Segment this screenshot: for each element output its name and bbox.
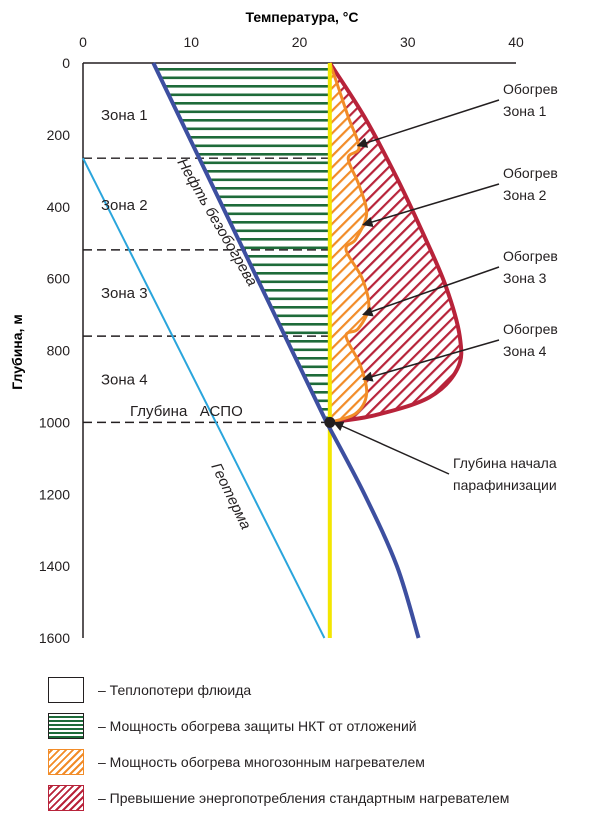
heating-areas <box>153 63 462 423</box>
callout-arrow <box>356 99 500 148</box>
callout-zone4-line1: Обогрев <box>503 321 558 337</box>
x-tick-label: 40 <box>508 34 524 50</box>
x-tick-label: 0 <box>79 34 87 50</box>
y-tick-label: 800 <box>47 343 71 359</box>
legend-item-nkt: – Мощность обогрева защиты НКТ от отложе… <box>48 708 598 744</box>
zone-label: Зона 2 <box>101 197 148 214</box>
y-axis-ticks: 0 200 400 600 800 1000 1200 1400 1600 <box>39 55 70 646</box>
legend-label-excess: – Превышение энергопотребления стандартн… <box>98 790 510 806</box>
x-tick-label: 10 <box>183 34 199 50</box>
geotherm-label: Геотерма <box>207 460 254 532</box>
y-tick-label: 1200 <box>39 486 70 502</box>
paraffin-start-point <box>324 416 336 428</box>
y-tick-label: 200 <box>47 127 71 143</box>
y-tick-label: 1000 <box>39 414 70 430</box>
callout-paraffin-line2: парафинизации <box>453 477 557 493</box>
zone-label: Зона 3 <box>101 285 148 302</box>
legend-item-excess: – Превышение энергопотребления стандартн… <box>48 780 598 816</box>
callout-paraffin-line1: Глубина начала <box>453 455 557 471</box>
y-tick-label: 0 <box>62 55 70 71</box>
callout-zone3-line1: Обогрев <box>503 248 558 264</box>
zone-label: Зона 1 <box>101 107 148 124</box>
unheated-oil-curve <box>151 62 421 639</box>
excess-consumption-swatch <box>48 785 84 811</box>
legend-label-nkt: – Мощность обогрева защиты НКТ от отложе… <box>98 718 417 734</box>
legend-label-heat-loss: – Теплопотери флюида <box>98 682 252 698</box>
zone-label: Зона 4 <box>101 371 148 388</box>
callout-zone4-line2: Зона 4 <box>503 343 547 359</box>
geotherm-line <box>82 157 326 639</box>
callout-zone3-line2: Зона 3 <box>503 270 547 286</box>
standard-heater-excess-area <box>329 63 462 423</box>
y-tick-label: 400 <box>47 199 71 215</box>
legend-item-multizone: – Мощность обогрева многозонным нагреват… <box>48 744 598 780</box>
depth-temperature-diagram: Температура, °С Глубина, м 0 10 20 30 40 0 20… <box>9 9 558 646</box>
legend: – Теплопотери флюида – Мощность обогрева… <box>48 672 598 816</box>
legend-item-heat-loss: – Теплопотери флюида <box>48 672 598 708</box>
callout-arrow <box>362 183 500 228</box>
zone-labels: Зона 1 Зона 2 Зона 3 Зона 4 <box>101 107 148 388</box>
x-tick-label: 30 <box>400 34 416 50</box>
heat-loss-swatch <box>48 677 84 703</box>
callout-zone1-line1: Обогрев <box>503 81 558 97</box>
y-tick-label: 600 <box>47 271 71 287</box>
x-tick-label: 20 <box>292 34 308 50</box>
callout-zone2-line1: Обогрев <box>503 165 558 181</box>
y-tick-label: 1400 <box>39 558 70 574</box>
multizone-heating-swatch <box>48 749 84 775</box>
y-axis-title: Глубина, м <box>9 314 25 389</box>
callout-arrow <box>362 339 500 382</box>
legend-label-multizone: – Мощность обогрева многозонным нагреват… <box>98 754 425 770</box>
y-tick-label: 1600 <box>39 630 70 646</box>
x-axis-title: Температура, °С <box>245 9 358 25</box>
callout-zone1-line2: Зона 1 <box>503 103 547 119</box>
callout-zone2-line2: Зона 2 <box>503 187 547 203</box>
aspo-depth-label: Глубина АСПО <box>130 403 243 420</box>
nkt-heating-swatch <box>48 713 84 739</box>
callout-arrow <box>362 266 500 317</box>
x-axis-ticks: 0 10 20 30 40 <box>79 34 524 50</box>
callout-arrow <box>332 421 450 475</box>
